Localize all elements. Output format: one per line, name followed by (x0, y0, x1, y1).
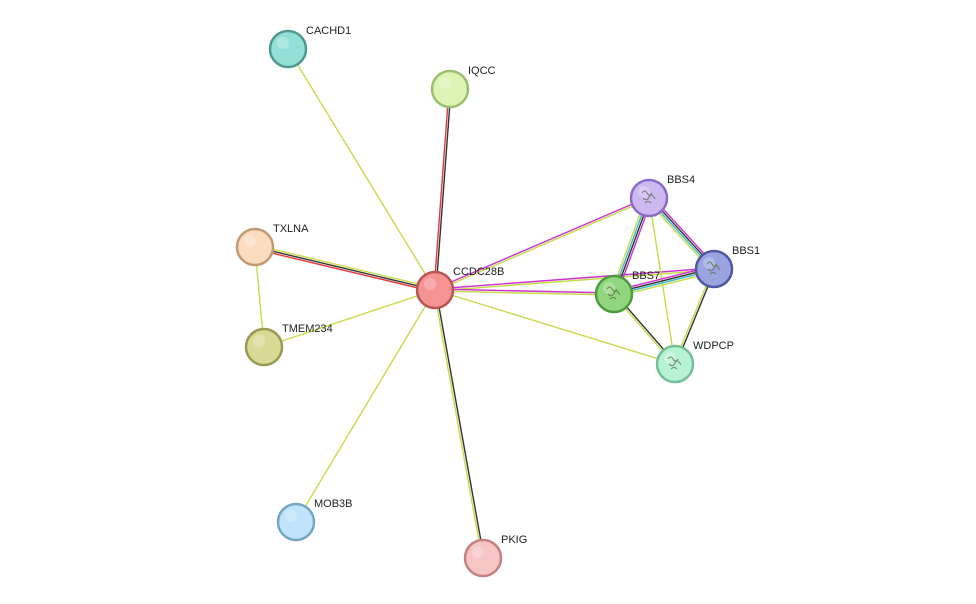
node-circle[interactable] (235, 227, 275, 267)
edge-evidence-line (435, 89, 452, 291)
node-highlight (638, 186, 650, 198)
node-iqcc[interactable]: IQCC (430, 65, 496, 109)
node-txlna[interactable]: TXLNA (235, 223, 309, 267)
node-label: IQCC (468, 65, 496, 77)
node-highlight (603, 282, 615, 294)
node-highlight (285, 510, 297, 522)
node-label: TMEM234 (282, 323, 333, 335)
edge-evidence-line (263, 289, 436, 348)
protein-structure-icon (606, 286, 621, 300)
node-pkig[interactable]: PKIG (463, 534, 527, 578)
edge-evidence-line (434, 267, 714, 290)
node-circle[interactable] (276, 502, 316, 542)
protein-structure-icon (641, 190, 656, 204)
edge-ccdc28b-tmem234[interactable] (263, 289, 436, 348)
protein-structure-icon (667, 356, 682, 370)
edge-evidence-line (254, 248, 435, 293)
edge-layer (254, 48, 717, 559)
edge-evidence-line (433, 88, 450, 290)
node-label: WDPCP (693, 340, 734, 352)
node-label: BBS1 (732, 245, 760, 257)
node-bbs1[interactable]: BBS1 (694, 245, 760, 289)
node-label: PKIG (501, 534, 527, 546)
edge-evidence-line (435, 288, 615, 294)
edge-evidence-line (295, 289, 436, 523)
node-circle[interactable] (244, 327, 284, 367)
edge-ccdc28b-mob3b[interactable] (295, 289, 436, 523)
edge-ccdc28b-iqcc[interactable] (433, 88, 452, 291)
node-label: TXLNA (273, 223, 309, 235)
edge-ccdc28b-wdpcp[interactable] (434, 289, 676, 365)
node-highlight (703, 257, 715, 269)
edge-evidence-line (254, 246, 436, 291)
edge-evidence-line (433, 290, 483, 559)
node-wdpcp[interactable]: WDPCP (655, 340, 734, 384)
node-tmem234[interactable]: TMEM234 (244, 323, 333, 367)
node-label: BBS4 (667, 174, 695, 186)
edge-ccdc28b-txlna[interactable] (254, 244, 436, 293)
node-highlight (253, 335, 265, 347)
edge-ccdc28b-pkig[interactable] (433, 289, 485, 559)
edge-ccdc28b-bbs7[interactable] (434, 288, 615, 296)
edge-ccdc28b-bbs4[interactable] (434, 196, 650, 292)
node-cachd1[interactable]: CACHD1 (268, 25, 351, 69)
node-circle[interactable] (430, 69, 470, 109)
node-circle[interactable] (415, 270, 455, 310)
edge-evidence-line (435, 269, 715, 292)
node-highlight (664, 352, 676, 364)
edge-evidence-line (434, 290, 614, 296)
node-bbs4[interactable]: BBS4 (629, 174, 695, 218)
edge-evidence-line (255, 244, 436, 289)
node-highlight (277, 37, 289, 49)
edge-evidence-line (287, 48, 436, 291)
node-ccdc28b[interactable]: CCDC28B (415, 266, 504, 310)
node-bbs7[interactable]: BBS7 (594, 270, 660, 314)
node-highlight (472, 546, 484, 558)
edge-evidence-line (434, 289, 676, 365)
node-highlight (424, 278, 436, 290)
node-label: CACHD1 (306, 25, 351, 37)
node-highlight (244, 235, 256, 247)
node-label: MOB3B (314, 498, 353, 510)
edge-ccdc28b-bbs1[interactable] (434, 267, 715, 292)
node-label: BBS7 (632, 270, 660, 282)
node-label: CCDC28B (453, 266, 504, 278)
node-circle[interactable] (268, 29, 308, 69)
edge-evidence-line (435, 198, 650, 292)
node-mob3b[interactable]: MOB3B (276, 498, 353, 542)
edge-evidence-line (434, 196, 649, 290)
protein-structure-icon (706, 261, 721, 275)
edge-evidence-line (435, 289, 485, 558)
edge-ccdc28b-cachd1[interactable] (287, 48, 436, 291)
node-circle[interactable] (463, 538, 503, 578)
node-highlight (439, 77, 451, 89)
